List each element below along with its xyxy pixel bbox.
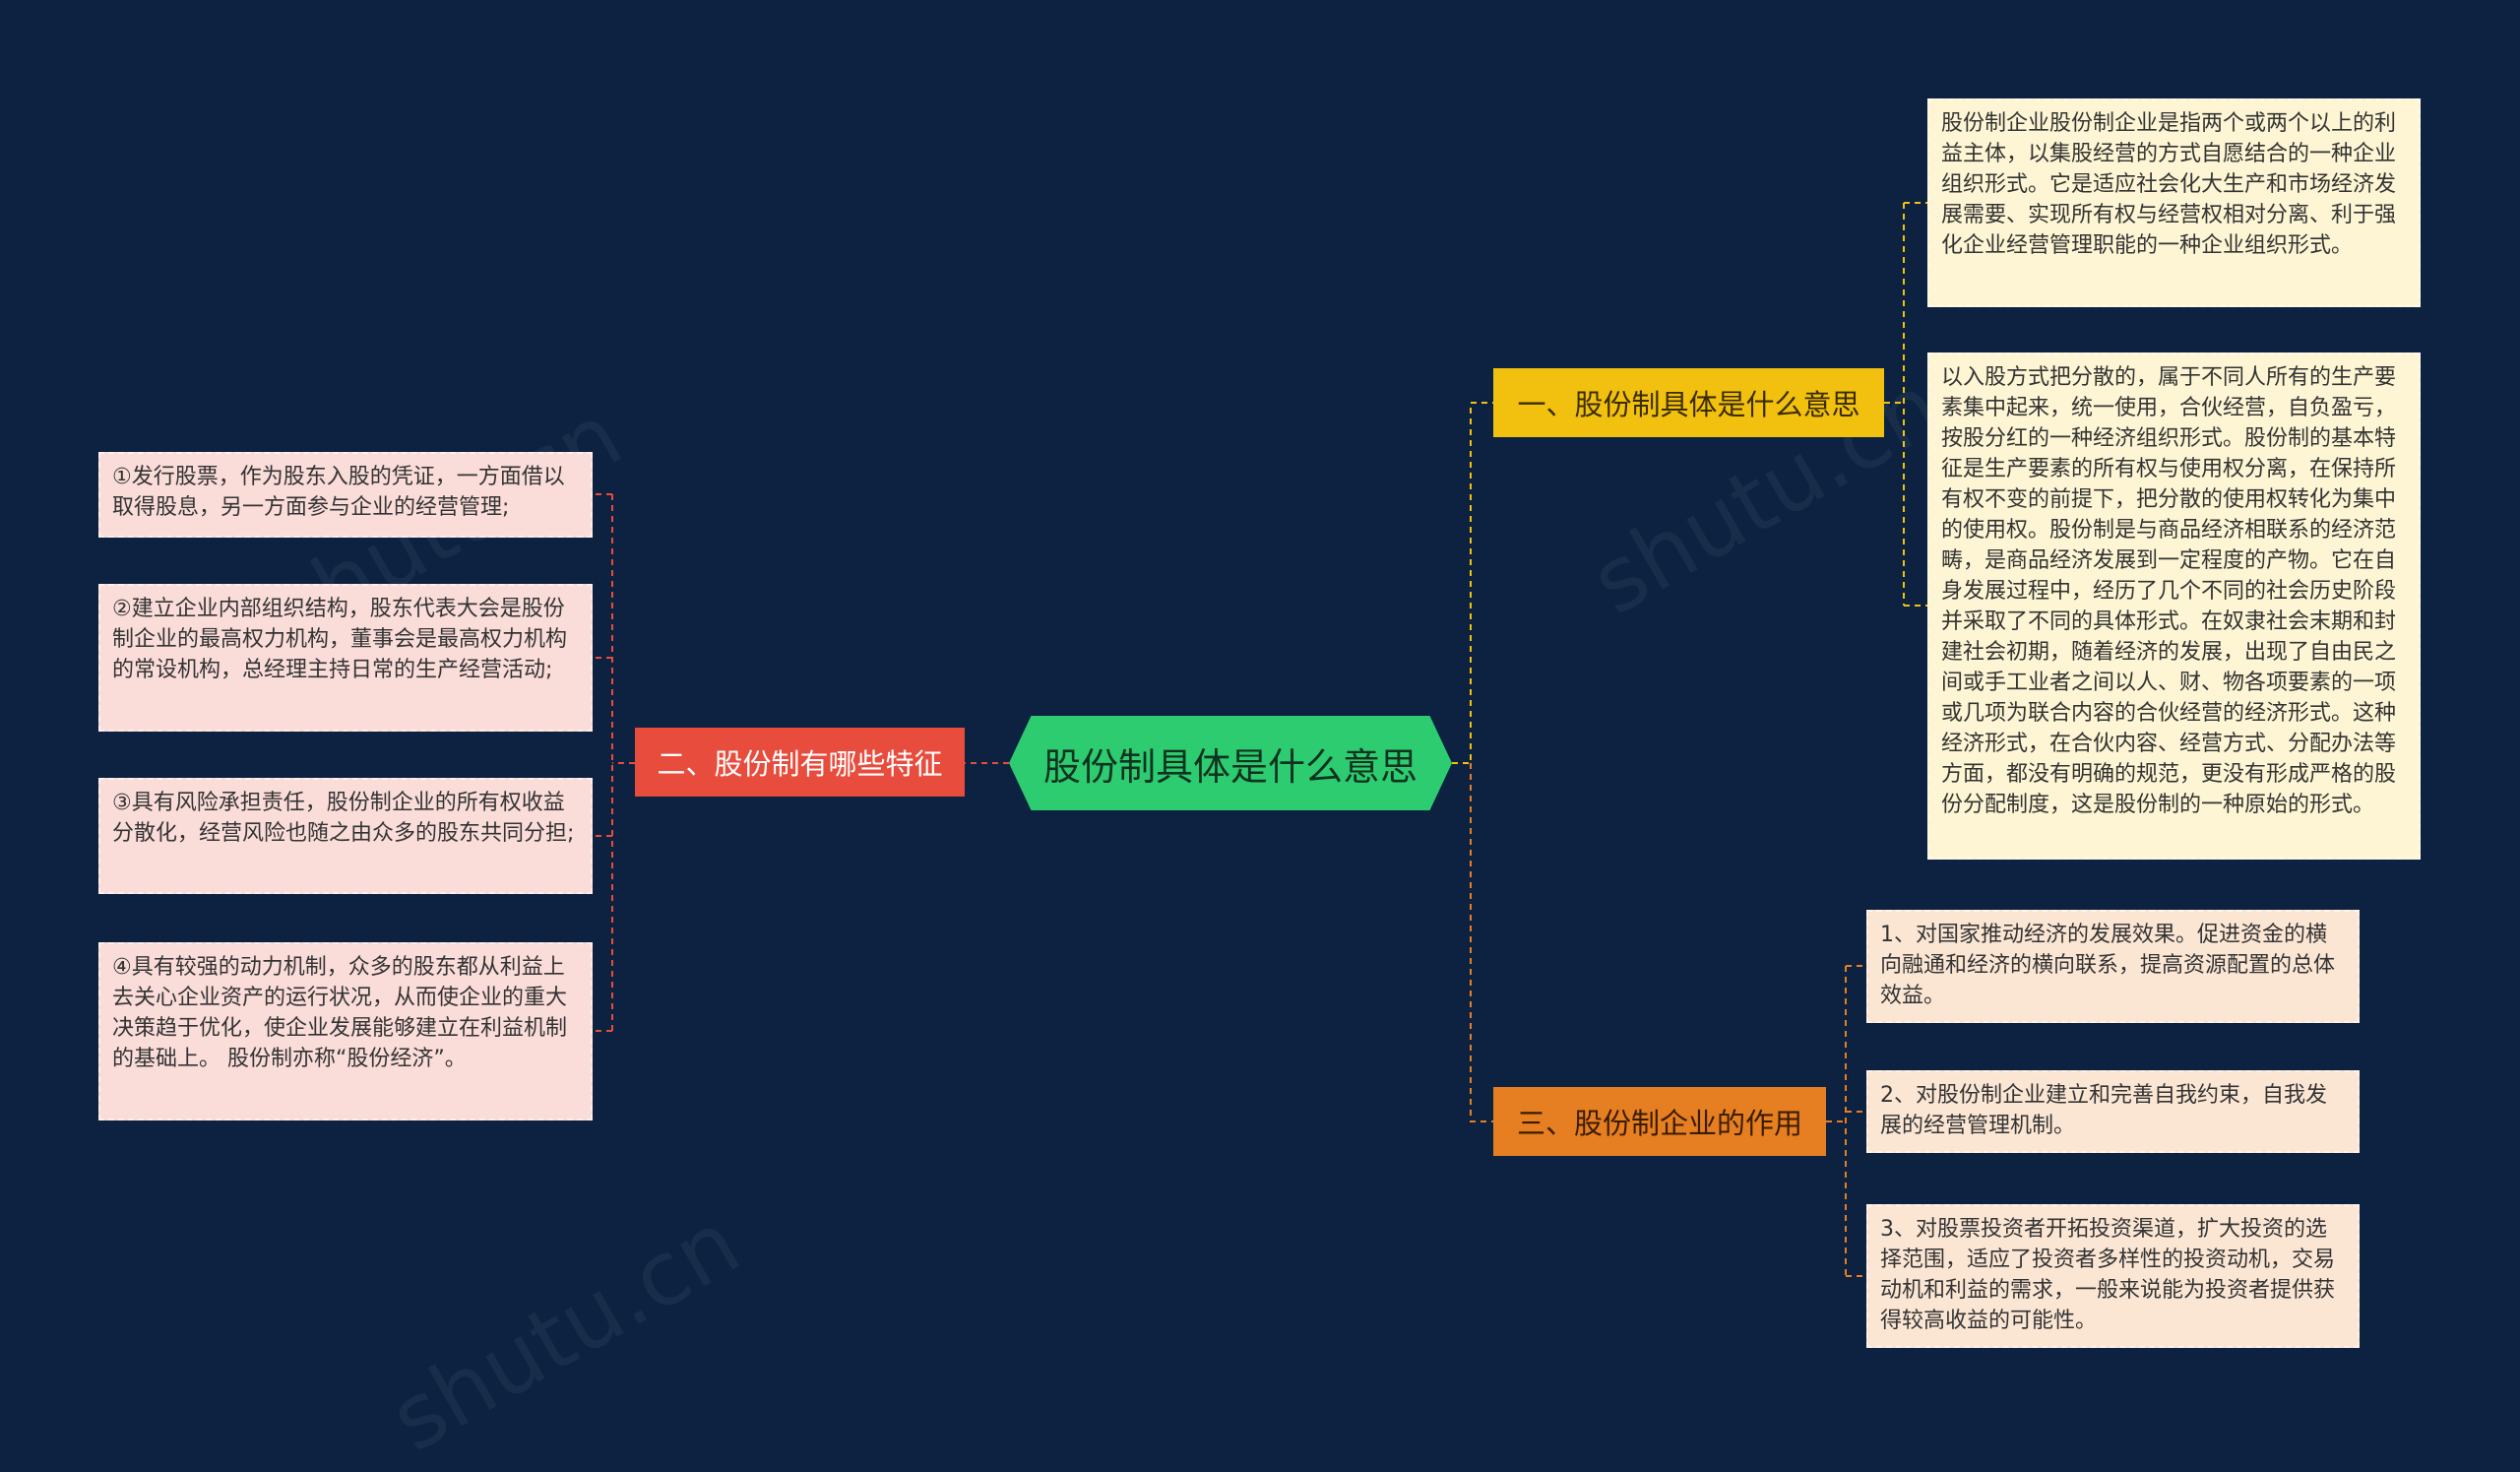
leaf-feature-1[interactable]: ①发行股票，作为股东入股的凭证，一方面借以取得股息，另一方面参与企业的经营管理; [98, 452, 593, 538]
branch-topic-functions[interactable]: 三、股份制企业的作用 [1493, 1087, 1826, 1156]
leaf-meaning-2[interactable]: 以入股方式把分散的，属于不同人所有的生产要素集中起来，统一使用，合伙经营，自负盈… [1927, 352, 2421, 860]
leaf-feature-4[interactable]: ④具有较强的动力机制，众多的股东都从利益上去关心企业资产的运行状况，从而使企业的… [98, 942, 593, 1120]
center-topic[interactable]: 股份制具体是什么意思 [1009, 716, 1452, 810]
leaf-feature-3[interactable]: ③具有风险承担责任，股份制企业的所有权收益分散化，经营风险也随之由众多的股东共同… [98, 778, 593, 894]
leaf-function-2[interactable]: 2、对股份制企业建立和完善自我约束，自我发展的经营管理机制。 [1866, 1070, 2360, 1153]
leaf-meaning-1[interactable]: 股份制企业股份制企业是指两个或两个以上的利益主体，以集股经营的方式自愿结合的一种… [1927, 98, 2421, 307]
branch-topic-meaning[interactable]: 一、股份制具体是什么意思 [1493, 368, 1884, 437]
branch-topic-features[interactable]: 二、股份制有哪些特征 [635, 728, 965, 797]
link-center-branch1 [1452, 402, 1493, 764]
link-branch2-leaves [593, 493, 635, 1032]
leaf-function-3[interactable]: 3、对股票投资者开拓投资渠道，扩大投资的选择范围，适应了投资者多样性的投资动机，… [1866, 1204, 2360, 1348]
leaf-function-1[interactable]: 1、对国家推动经济的发展效果。促进资金的横向融通和经济的横向联系，提高资源配置的… [1866, 910, 2360, 1023]
link-branch3-leaves [1826, 965, 1866, 1277]
link-center-branch3 [1470, 763, 1493, 1122]
leaf-feature-2[interactable]: ②建立企业内部组织结构，股东代表大会是股份制企业的最高权力机构，董事会是最高权力… [98, 584, 593, 732]
link-branch1-leaves [1884, 202, 1927, 607]
